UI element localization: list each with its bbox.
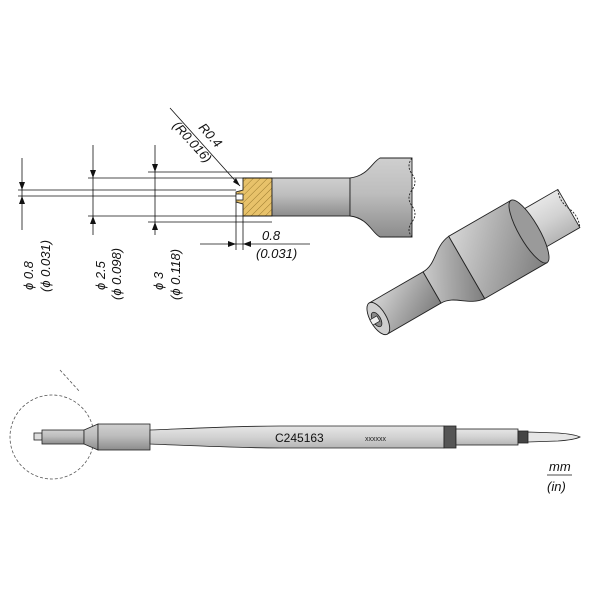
- stem: [271, 177, 351, 217]
- dia2-in: (ϕ 0.098): [109, 248, 124, 300]
- full-view: C245163 xxxxxx: [9, 369, 581, 480]
- perspective-view: [366, 188, 581, 336]
- length-mm: 0.8: [262, 228, 281, 243]
- dia3-mm: ϕ 3: [151, 271, 166, 290]
- detail-view: R0.4 (R0.016) 0.8 (0.031) ϕ 0.8 (ϕ 0.031…: [18, 107, 416, 300]
- part-marking: xxxxxx: [365, 436, 387, 443]
- units-legend: mm (in): [547, 459, 572, 494]
- dia1-in: (ϕ 0.031): [38, 240, 53, 292]
- length-in: (0.031): [256, 246, 297, 261]
- flare: [349, 157, 413, 238]
- dia1-mm: ϕ 0.8: [21, 260, 36, 290]
- part-code: C245163: [275, 431, 324, 445]
- dia2-mm: ϕ 2.5: [93, 260, 108, 290]
- unit-in: (in): [547, 479, 566, 494]
- dia3-in: (ϕ 0.118): [168, 249, 183, 300]
- unit-mm: mm: [549, 459, 571, 474]
